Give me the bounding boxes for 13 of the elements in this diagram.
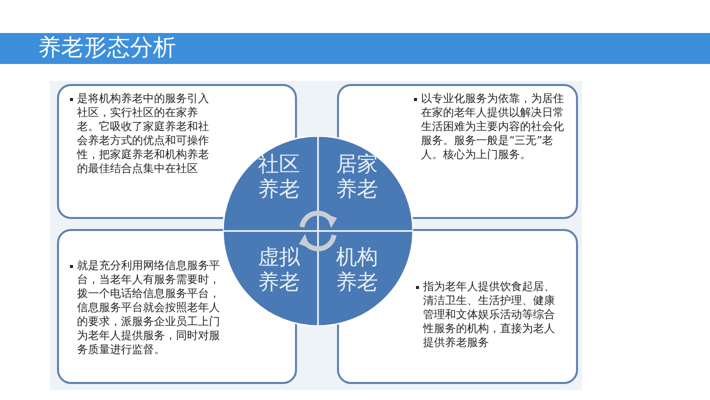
- quadrant-sector: [318, 231, 413, 326]
- quadrant-label: 社区养老: [257, 152, 301, 202]
- description-text: 是将机构养老中的服务引入社区，实行社区的在家养老。它吸收了家庭养老和社会养老方式的优点和可操作性，把家庭养老和机构养老的最佳结合点集中在社区: [77, 92, 210, 176]
- quadrant-label: 机构养老: [335, 245, 379, 295]
- description-text: 以专业化服务为依靠，为居住在家的老年人提供以解决日常生活困难为主要内容的社会化服务。服务一般是“三无”老人。核心为上门服务。: [421, 92, 564, 162]
- description-text: 就是充分利用网络信息服务平台，当老年人有服务需要时，拨一个电话给信息服务平台，信息服务平台就会按照老年人的要求，派服务企业员工上门为老年人提供服务，同时对服务质量进行监督。: [77, 259, 221, 357]
- quadrant-label: 虚拟养老: [257, 245, 301, 295]
- quadrant-label: 居家养老: [335, 152, 379, 202]
- title: 养老形态分析: [38, 34, 176, 62]
- quadrant-sector: [223, 231, 318, 326]
- quadrant-sector: [318, 136, 413, 231]
- description-text: 指为老年人提供饮食起居、清洁卫生、生活护理、健康管理和文体娱乐活动等综合性服务的机构，直接为老人提供养老服务: [423, 280, 556, 350]
- quadrant-sector: [223, 136, 318, 231]
